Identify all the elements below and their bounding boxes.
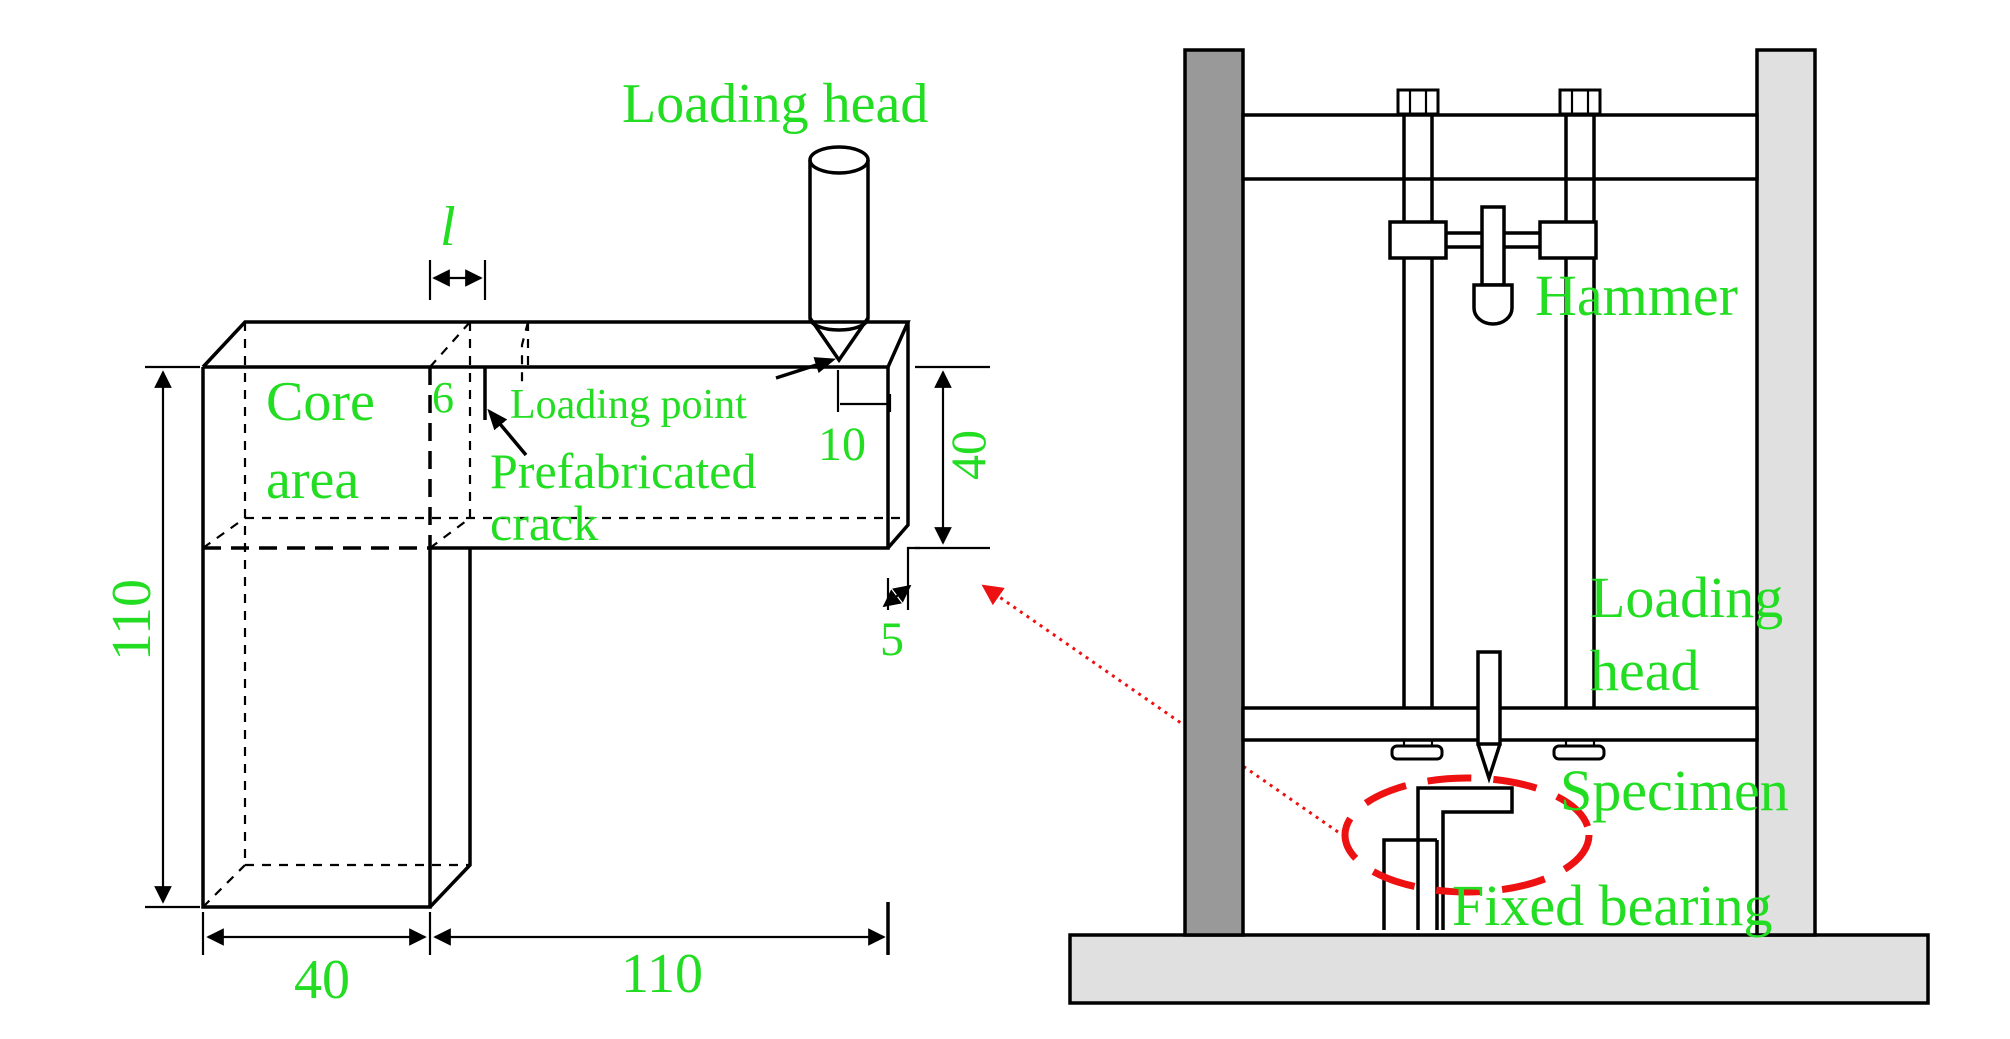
dimension-40-bottom [201,912,432,955]
label-loading-head: Loading head [622,73,928,135]
label-dimension-40-right: 40 [940,430,996,480]
dimension-40-right [915,365,990,550]
crack-arrow [487,408,528,457]
dimension-10 [836,370,892,412]
loading-point-arrow [775,357,836,380]
hidden-edge [202,517,246,549]
guide-rod-left [1390,88,1444,761]
label-fixed-bearing: Fixed bearing [1452,873,1773,938]
specimen-right-face [886,322,910,550]
label-apparatus-loading-head-1: Loading [1590,565,1783,630]
label-core-area-1: Core [266,371,375,433]
hidden-edge [202,864,246,908]
test-apparatus: Hammer Loading head Specimen Fixed beari… [1068,48,1930,1005]
label-dimension-10: 10 [818,418,866,471]
hidden-edge [429,321,471,368]
label-dimension-40-bottom: 40 [294,949,350,1011]
crack-notch-back [520,321,530,385]
apparatus-loading-head [1476,650,1502,784]
dimension-5 [882,546,920,610]
dimension-110-bottom [433,902,890,955]
label-dimension-5: 5 [880,613,904,666]
label-core-area-2: area [266,449,359,511]
fixed-bearing [1382,838,1439,930]
label-loading-point: Loading point [510,382,747,428]
dimension-l [428,260,487,300]
label-dimension-l: l [440,196,456,258]
label-dimension-110-bottom: 110 [621,943,703,1005]
apparatus-specimen [1416,786,1514,930]
guide-rod-right [1552,88,1606,761]
hidden-edge [429,517,471,549]
specimen-leg-back-edge [428,548,472,909]
specimen-top-face [201,320,911,369]
dimension-110-left [145,365,200,909]
top-crossbeam [1241,113,1759,181]
label-dimension-110-left: 110 [101,579,163,661]
label-prefab-crack-1: Prefabricated [490,443,757,499]
column-left [1183,48,1245,937]
loading-head-cylinder [808,145,870,364]
label-dimension-6: 6 [432,373,454,422]
label-specimen: Specimen [1560,758,1789,823]
specimen-drawing: Loading head l 6 Core area Loading point… [101,73,996,1011]
label-hammer: Hammer [1535,263,1738,328]
label-prefab-crack-2: crack [490,495,598,551]
specimen-highlight [1341,774,1593,896]
apparatus-base [1068,933,1930,1005]
hammer-assembly [1388,205,1598,326]
label-apparatus-loading-head-2: head [1590,638,1700,703]
column-right [1755,48,1817,937]
